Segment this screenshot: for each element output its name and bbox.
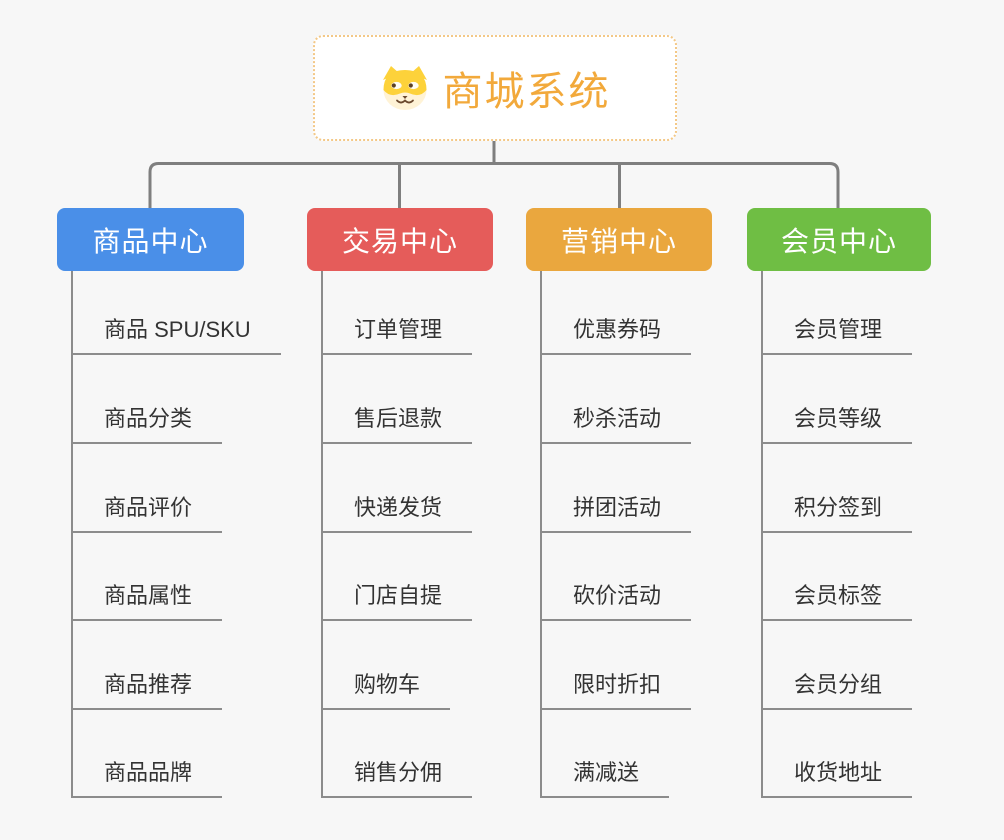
leaf-node[interactable]: 会员分组 bbox=[762, 670, 913, 710]
leaf-node[interactable]: 门店自提 bbox=[322, 581, 473, 621]
leaf-node[interactable]: 砍价活动 bbox=[541, 581, 692, 621]
leaf-node[interactable]: 会员管理 bbox=[762, 315, 913, 355]
leaf-node[interactable]: 拼团活动 bbox=[541, 493, 692, 533]
branch-header-marketing-center[interactable]: 营销中心 bbox=[526, 208, 712, 271]
root-node[interactable]: 商城系统 bbox=[313, 35, 677, 141]
leaf-node[interactable]: 快递发货 bbox=[322, 493, 473, 533]
branch-column-product-center: 商品 SPU/SKU 商品分类 商品评价 商品属性 商品推荐 商品品牌 bbox=[71, 271, 312, 811]
branch-column-trade-center: 订单管理 售后退款 快递发货 门店自提 购物车 销售分佣 bbox=[321, 271, 562, 811]
leaf-node[interactable]: 满减送 bbox=[541, 758, 670, 798]
doge-icon bbox=[382, 66, 427, 110]
branch-label: 交易中心 bbox=[341, 225, 458, 257]
branch-bus-line bbox=[148, 162, 840, 208]
branch-column-member-center: 会员管理 会员等级 积分签到 会员标签 会员分组 收货地址 bbox=[761, 271, 1002, 811]
branch-label: 营销中心 bbox=[560, 225, 677, 257]
leaf-node[interactable]: 商品分类 bbox=[72, 404, 223, 444]
branch-header-member-center[interactable]: 会员中心 bbox=[747, 208, 931, 271]
leaf-node[interactable]: 商品属性 bbox=[72, 581, 223, 621]
branch-spine-line bbox=[321, 271, 323, 798]
leaf-node[interactable]: 限时折扣 bbox=[541, 670, 692, 710]
leaf-node[interactable]: 商品品牌 bbox=[72, 758, 223, 798]
root-title: 商城系统 bbox=[442, 70, 611, 114]
leaf-node[interactable]: 商品 SPU/SKU bbox=[72, 315, 281, 355]
leaf-node[interactable]: 购物车 bbox=[322, 670, 451, 710]
leaf-node[interactable]: 收货地址 bbox=[762, 758, 913, 798]
leaf-node[interactable]: 会员标签 bbox=[762, 581, 913, 621]
leaf-node[interactable]: 积分签到 bbox=[762, 493, 913, 533]
leaf-node[interactable]: 商品评价 bbox=[72, 493, 223, 533]
branch-header-trade-center[interactable]: 交易中心 bbox=[307, 208, 493, 271]
branch-spine-line bbox=[761, 271, 763, 798]
leaf-node[interactable]: 订单管理 bbox=[322, 315, 473, 355]
branch-spine-line bbox=[540, 271, 542, 798]
branch-spine-line bbox=[71, 271, 73, 798]
leaf-node[interactable]: 秒杀活动 bbox=[541, 404, 692, 444]
branch-column-marketing-center: 优惠券码 秒杀活动 拼团活动 砍价活动 限时折扣 满减送 bbox=[540, 271, 781, 811]
leaf-node[interactable]: 会员等级 bbox=[762, 404, 913, 444]
leaf-node[interactable]: 商品推荐 bbox=[72, 670, 223, 710]
branch-header-product-center[interactable]: 商品中心 bbox=[57, 208, 244, 271]
leaf-node[interactable]: 优惠券码 bbox=[541, 315, 692, 355]
branch-label: 商品中心 bbox=[92, 225, 209, 257]
branch-label: 会员中心 bbox=[780, 225, 897, 257]
leaf-node[interactable]: 销售分佣 bbox=[322, 758, 473, 798]
leaf-node[interactable]: 售后退款 bbox=[322, 404, 473, 444]
